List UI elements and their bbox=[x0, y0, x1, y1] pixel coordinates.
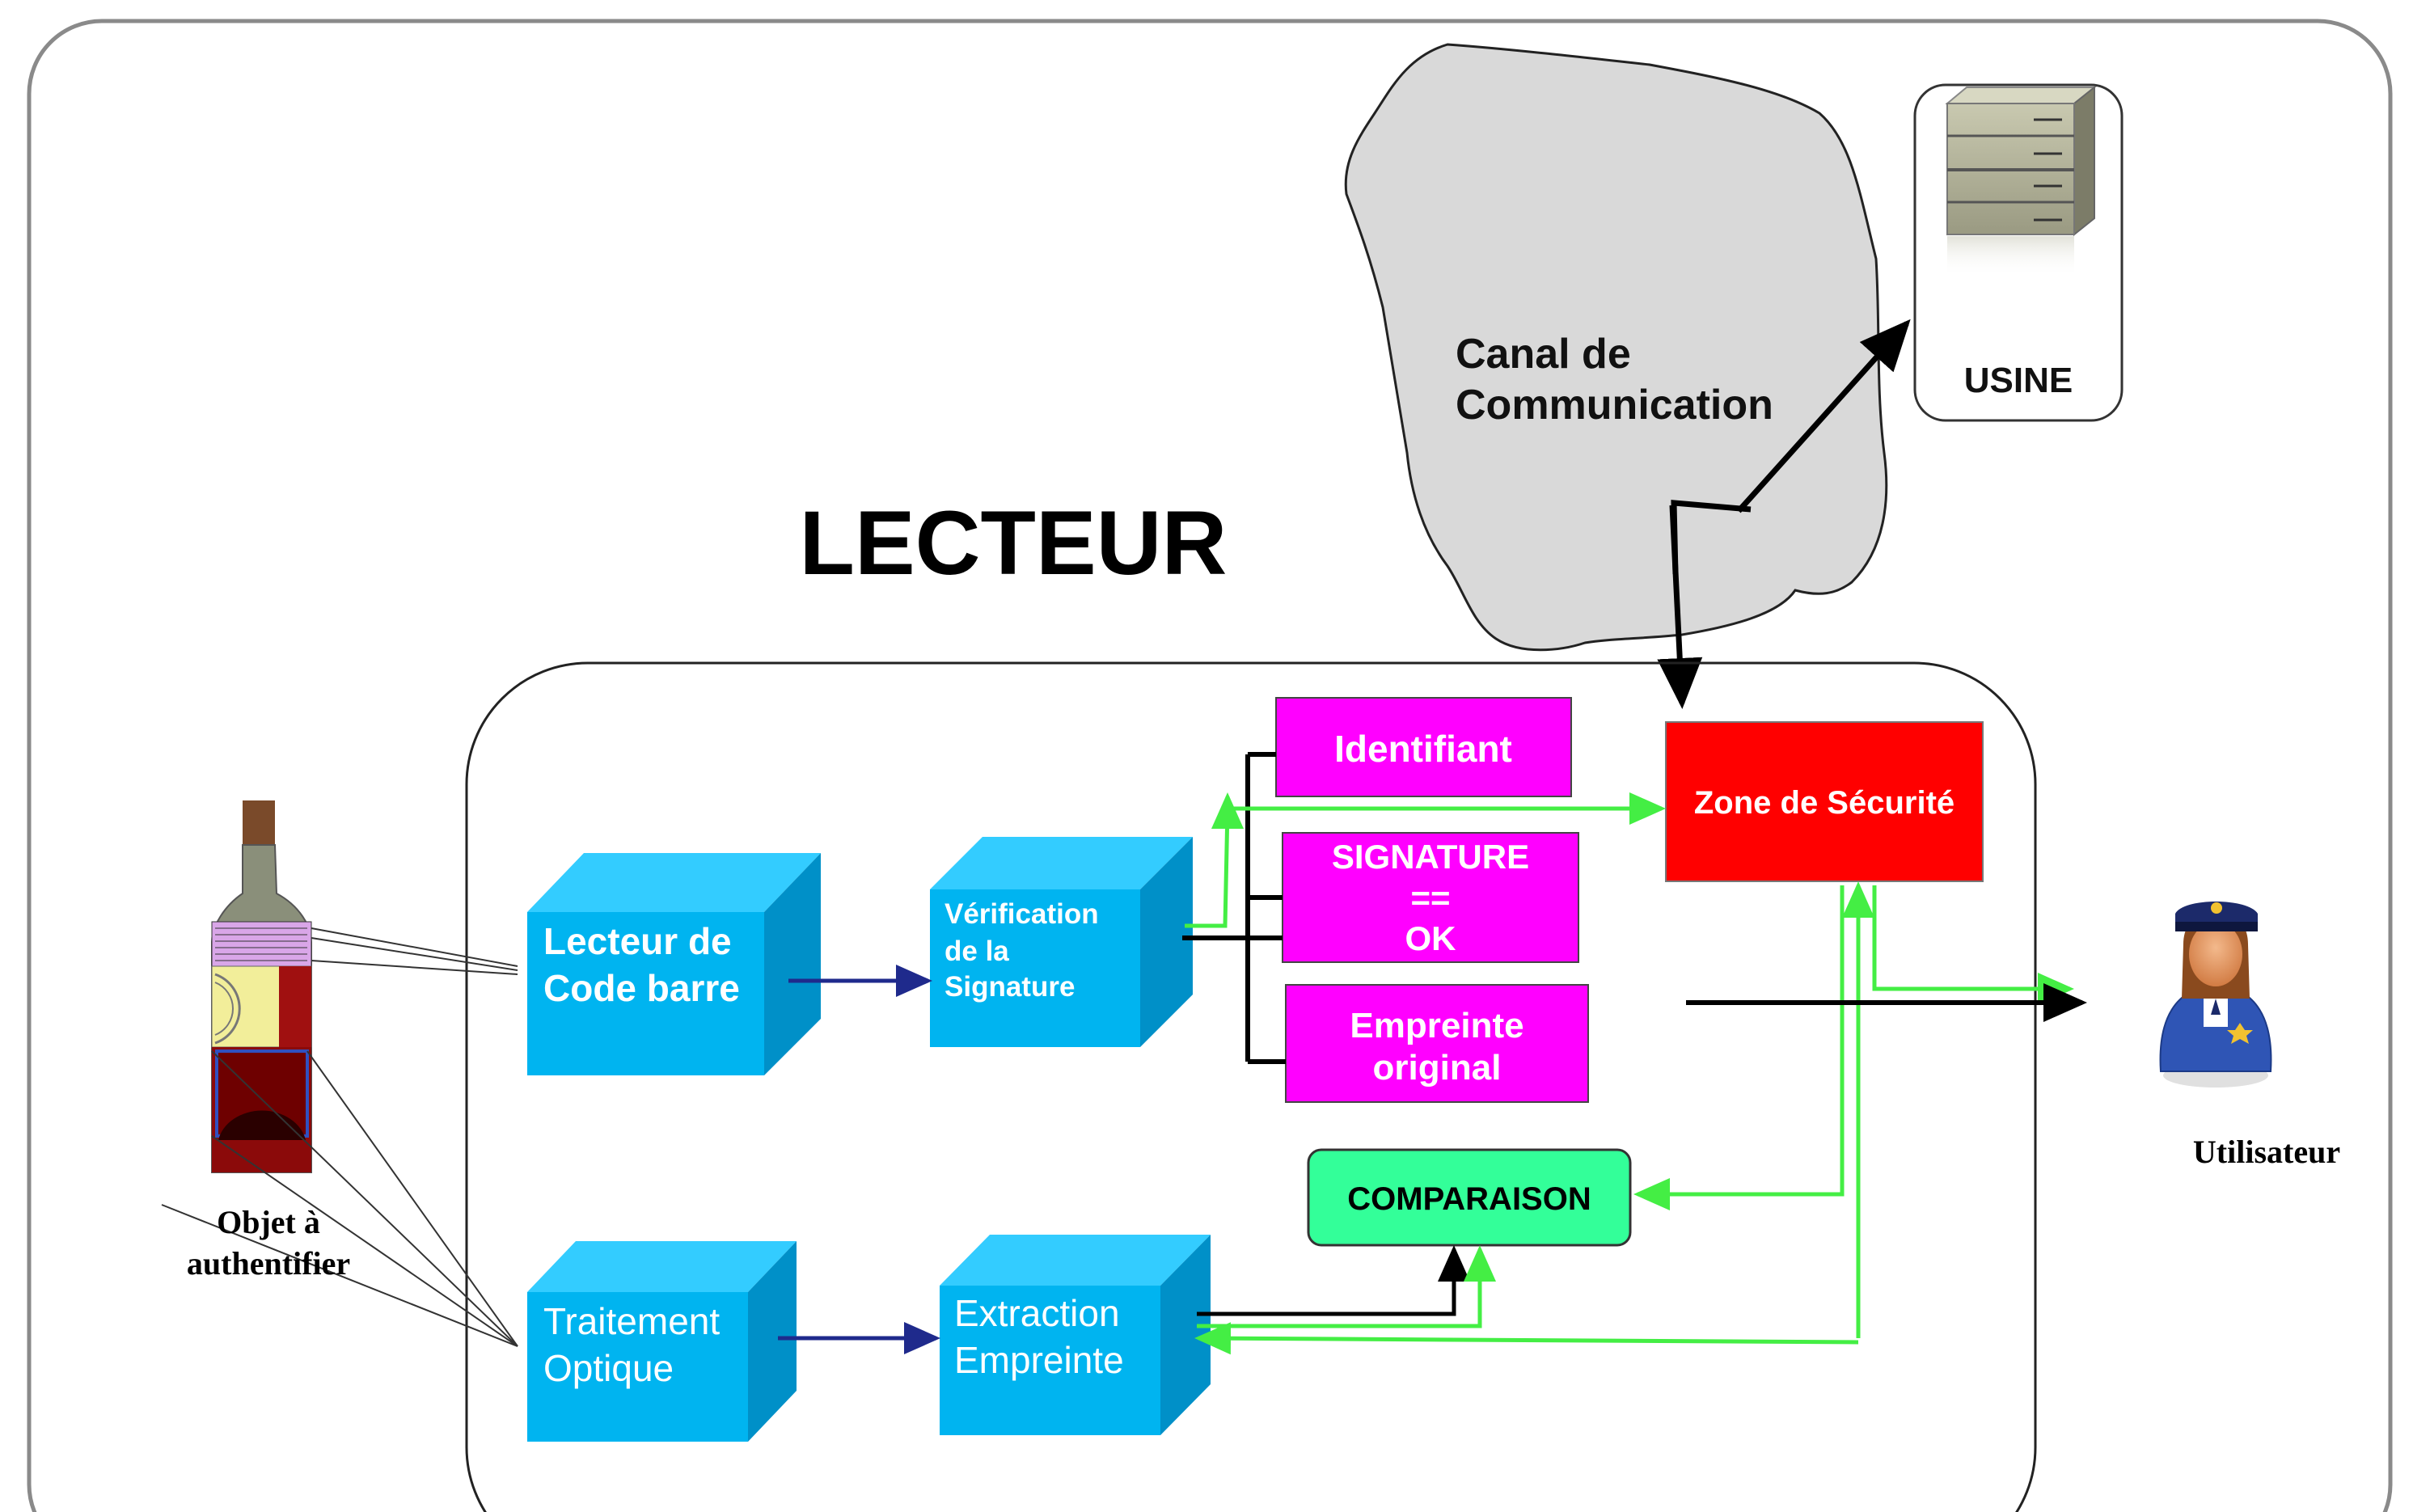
verification-line1: Vérification bbox=[944, 898, 1099, 930]
arrow-verification-to-security bbox=[1185, 792, 1666, 928]
arrow-security-to-comparaison bbox=[1633, 885, 1845, 1210]
empreinte-original-box bbox=[1285, 984, 1589, 1103]
optical-line2: Optique bbox=[543, 1347, 674, 1389]
arrow-security-to-user-green bbox=[1872, 885, 2074, 1005]
verification-bracket bbox=[1182, 752, 1286, 1064]
identifiant-label: Identifiant bbox=[1334, 728, 1512, 770]
verification-line2: de la bbox=[944, 935, 1009, 967]
barcode-reader-line2: Code barre bbox=[543, 967, 740, 1009]
cloud-label-line1: Canal de bbox=[1456, 331, 1631, 378]
bottle-icon bbox=[211, 800, 312, 1173]
security-zone-label: Zone de Sécurité bbox=[1694, 785, 1954, 821]
object-label-line2: authentifier bbox=[187, 1245, 350, 1282]
server-icon bbox=[1945, 85, 2097, 277]
signature-ok-box bbox=[1282, 832, 1579, 963]
identifiant-box bbox=[1275, 697, 1572, 797]
optical-line1: Traitement bbox=[543, 1300, 720, 1342]
projection-lines bbox=[161, 927, 518, 1347]
usine-label: USINE bbox=[1964, 361, 2073, 400]
cloud-label-line2: Communication bbox=[1456, 382, 1773, 429]
arrow-extraction-to-comparaison-green bbox=[1197, 1245, 1496, 1328]
verification-line3: Signature bbox=[944, 971, 1075, 1003]
signature-line3: OK bbox=[1405, 919, 1456, 957]
user-icon bbox=[2159, 902, 2272, 1088]
arrow-security-to-extraction bbox=[1194, 1322, 1859, 1355]
link-cloud-security bbox=[1657, 505, 1703, 709]
empreinte-line1: Empreinte bbox=[1350, 1006, 1523, 1045]
optical-processing-block: Traitement Optique bbox=[527, 1241, 797, 1442]
extraction-line2: Empreinte bbox=[954, 1339, 1124, 1381]
comparaison-label: COMPARAISON bbox=[1347, 1181, 1591, 1217]
lecteur-frame bbox=[465, 661, 2037, 1512]
signature-line1: SIGNATURE bbox=[1332, 838, 1529, 876]
barcode-reader-block: Lecteur de Code barre bbox=[527, 853, 821, 1075]
fingerprint-extraction-block: Extraction Empreinte bbox=[940, 1235, 1211, 1435]
empreinte-line2: original bbox=[1373, 1048, 1502, 1088]
object-label-line1: Objet à bbox=[217, 1204, 320, 1240]
user-label: Utilisateur bbox=[2193, 1134, 2340, 1170]
link-cloud-server bbox=[1736, 319, 1911, 513]
signature-line2: == bbox=[1410, 879, 1450, 917]
security-zone-box bbox=[1665, 721, 1984, 882]
barcode-reader-line1: Lecteur de bbox=[543, 920, 732, 962]
arrow-extraction-to-comparaison-black bbox=[1197, 1245, 1470, 1316]
lecteur-title: LECTEUR bbox=[800, 492, 1228, 593]
signature-verification-block: Vérification de la Signature bbox=[930, 837, 1193, 1047]
extraction-line1: Extraction bbox=[954, 1292, 1120, 1334]
